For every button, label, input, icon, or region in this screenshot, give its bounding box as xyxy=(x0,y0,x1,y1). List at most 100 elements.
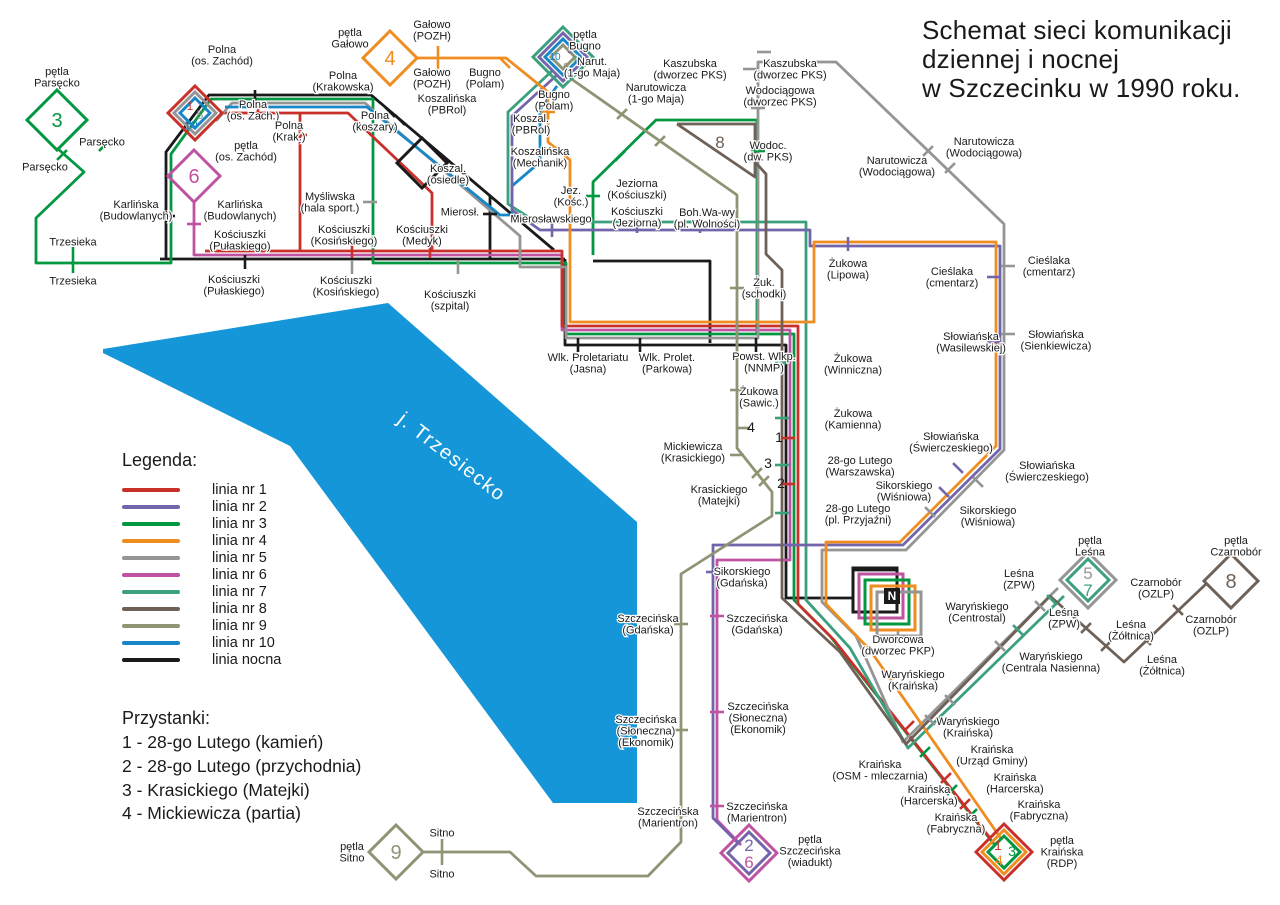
loop-number-1: 1 xyxy=(187,99,194,113)
legend-item-label: linia nr 7 xyxy=(212,583,267,600)
loop-diamond-line-10 xyxy=(542,36,584,78)
stop-tick xyxy=(384,106,396,118)
legend-item-label: linia nr 2 xyxy=(212,498,267,515)
station-label: Waryńskiego(Kraińska) xyxy=(936,716,999,740)
dworcowa-loop-line-6 xyxy=(857,572,905,620)
legend-item-label: linia nr 8 xyxy=(212,600,267,617)
loop-diamond-line-7 xyxy=(530,24,596,90)
legend-item: linia nr 3 xyxy=(122,515,281,532)
stop-tick xyxy=(1100,640,1112,652)
stop-tick xyxy=(946,784,958,796)
station-label: Wlk. Prolet.(Parkowa) xyxy=(639,352,695,376)
station-label: Mickiewicza(Krasickiego) xyxy=(661,441,725,465)
stop-tick xyxy=(394,114,406,126)
station-label: pętla(os. Zachód) xyxy=(215,140,277,164)
loop-diamond-line-9 xyxy=(548,42,578,72)
station-label: Czarnobór(OZLP) xyxy=(1130,577,1182,601)
legend-item-label: linia nr 10 xyxy=(212,634,275,651)
loop-number-9: 9 xyxy=(390,842,401,864)
stop-tick xyxy=(98,140,110,152)
title-line-2: dziennej i nocnej xyxy=(922,44,1120,75)
station-label: Leśna(Żółtnica) xyxy=(1108,619,1154,643)
station-label: Słowiańska(Świerczeskiego) xyxy=(909,431,993,455)
stop-tick xyxy=(924,506,936,518)
station-label: Cieślaka(cmentarz) xyxy=(1023,255,1076,279)
station-label: Narutowicza(Wodociągowa) xyxy=(946,136,1022,160)
station-label: Narut.(1-go Maja) xyxy=(564,56,620,80)
numbered-stop-1: 1 xyxy=(775,429,783,445)
stop-tick xyxy=(922,145,934,157)
station-label: Kraińska(Harcerska) xyxy=(986,772,1043,796)
station-label: Mierosławskiego xyxy=(510,214,591,226)
map-title: Schemat sieci komunikacji dziennej i noc… xyxy=(922,15,1241,103)
station-label: Dworcowa(dworzec PKP) xyxy=(861,634,934,658)
station-label: Słowiańska(Świerczeskiego) xyxy=(1005,460,1089,484)
stops-legend-items: 1 - 28-go Lutego (kamień)2 - 28-go Luteg… xyxy=(122,731,361,826)
station-label: Szczecińska(Marientron) xyxy=(726,801,788,825)
station-label: Żuk.(schodki) xyxy=(742,276,787,301)
stop-tick xyxy=(1172,604,1184,616)
route-line-6 xyxy=(192,202,792,846)
station-label: Wlk. Proletariatu(Jasna) xyxy=(548,352,629,376)
loop-number-9: 9 xyxy=(563,62,569,73)
stop-tick xyxy=(972,476,984,488)
legend-item: linia nr 8 xyxy=(122,600,281,617)
loop-number-4: 4 xyxy=(995,852,1003,868)
night-terminal-box xyxy=(884,588,900,604)
legend-line-swatch xyxy=(122,589,180,594)
station-label: Karlińska(Budowlanych) xyxy=(100,199,173,223)
station-label: Koszal.(PBRol) xyxy=(512,113,551,137)
station-label: Sitno xyxy=(429,828,454,840)
route-line-4 xyxy=(416,56,1004,841)
numbered-stop-3: 3 xyxy=(764,455,772,471)
station-label: Kościuszki(Kosińskiego) xyxy=(311,224,378,248)
station-label: Kraińska(Harcerska) xyxy=(900,784,957,808)
legend-item: linia nr 9 xyxy=(122,617,281,634)
legend-line-swatch xyxy=(122,555,180,560)
station-label: Słowiańska(Wasilewskiej) xyxy=(936,331,1006,355)
station-label: Leśna(ZPW) xyxy=(1048,607,1080,631)
legend-line-swatch xyxy=(122,487,180,492)
station-label: 28-go Lutego(pl. Przyjaźni) xyxy=(825,503,892,527)
loop-diamond-line-5 xyxy=(1057,549,1119,611)
legend-line-swatch xyxy=(122,504,180,509)
route-line-3 xyxy=(34,97,996,845)
numbered-stop-4: 4 xyxy=(747,419,755,435)
station-label: Kraińska(OSM - mleczarnia) xyxy=(832,759,927,783)
lake-trzesiecko xyxy=(103,303,637,803)
station-label: Kościuszki(Jeziorna) xyxy=(611,206,663,230)
station-label: Parsęcko xyxy=(22,162,68,174)
loop-number-3: 3 xyxy=(51,110,62,132)
station-label: Kościuszki(Kosińskiego) xyxy=(313,275,380,299)
station-label: Kraińska(Fabryczna) xyxy=(927,812,986,836)
legend-line-swatch xyxy=(122,657,180,662)
stop-tick xyxy=(654,135,666,147)
legend-item: linia nr 4 xyxy=(122,532,281,549)
station-label: Polna(koszary) xyxy=(352,110,397,134)
loop-diamond-line-N xyxy=(394,135,450,191)
station-label: Leśna(ZPW) xyxy=(1003,568,1035,592)
night-terminal-label: N xyxy=(888,589,897,603)
numbered-stop-2: 2 xyxy=(777,475,785,491)
legend-item-label: linia nr 9 xyxy=(212,617,267,634)
stop-tick xyxy=(944,162,956,174)
station-label: Powst. Wlkp.(NNMP) xyxy=(732,351,796,375)
stop-tick xyxy=(1046,594,1058,606)
station-label: Sikorskiego(Gdańska) xyxy=(714,566,771,590)
stop-tick xyxy=(952,462,964,474)
loop-diamond-line-1 xyxy=(973,821,1035,883)
station-label: Czarnobór(OZLP) xyxy=(1185,614,1237,638)
station-label: Karlińska(Budowlanych) xyxy=(204,199,277,223)
station-label: Narutowicza(Wodociągowa) xyxy=(859,155,935,179)
legend-line-swatch xyxy=(122,538,180,543)
station-label: Polna(Krak.) xyxy=(273,120,306,144)
legend-item: linia nr 7 xyxy=(122,583,281,600)
station-label: Bugno(Polam) xyxy=(535,89,574,113)
loop-number-2: 2 xyxy=(567,45,573,56)
dworcowa-loop-line-3 xyxy=(863,578,911,626)
